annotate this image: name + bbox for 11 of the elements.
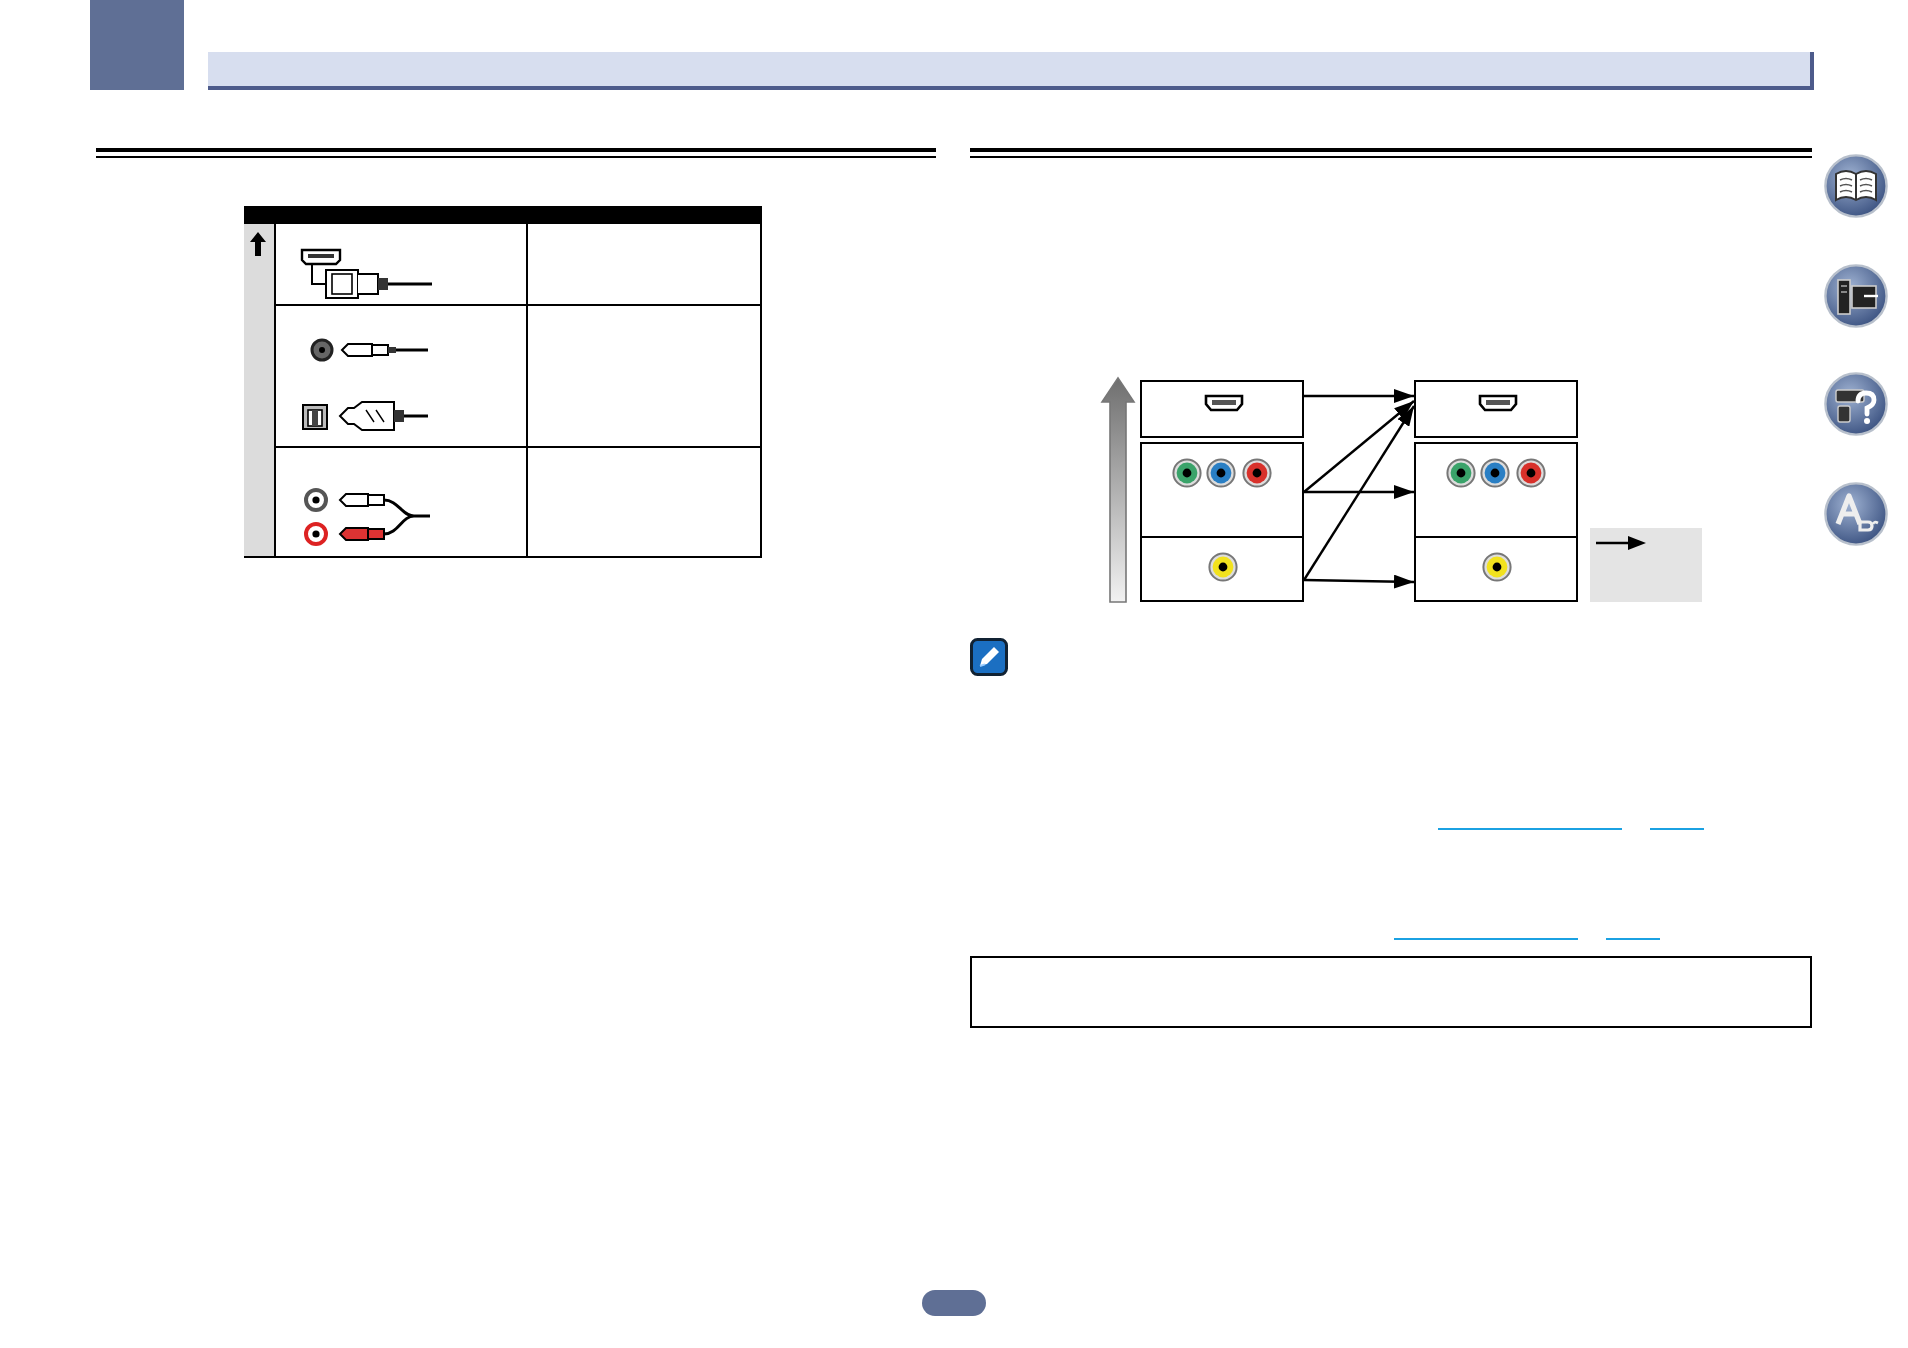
arrow <box>1303 574 1415 589</box>
composite-jack-panel <box>1140 536 1304 602</box>
hdmi-port-panel <box>1140 380 1304 438</box>
component-jack-panel <box>1140 442 1304 538</box>
arrow <box>1303 400 1415 493</box>
arrow <box>1304 389 1414 403</box>
component-jack-panel <box>1414 442 1578 538</box>
composite-jack-panel <box>1414 536 1578 602</box>
arrow <box>1304 485 1414 499</box>
hdmi-port-panel <box>1414 380 1578 438</box>
arrow <box>1303 405 1415 581</box>
